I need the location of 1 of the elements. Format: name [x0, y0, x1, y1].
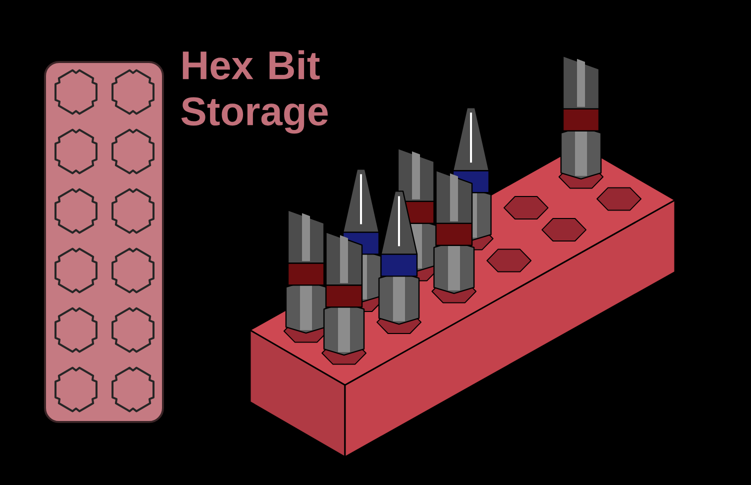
title: Hex Bit Storage	[181, 50, 328, 134]
